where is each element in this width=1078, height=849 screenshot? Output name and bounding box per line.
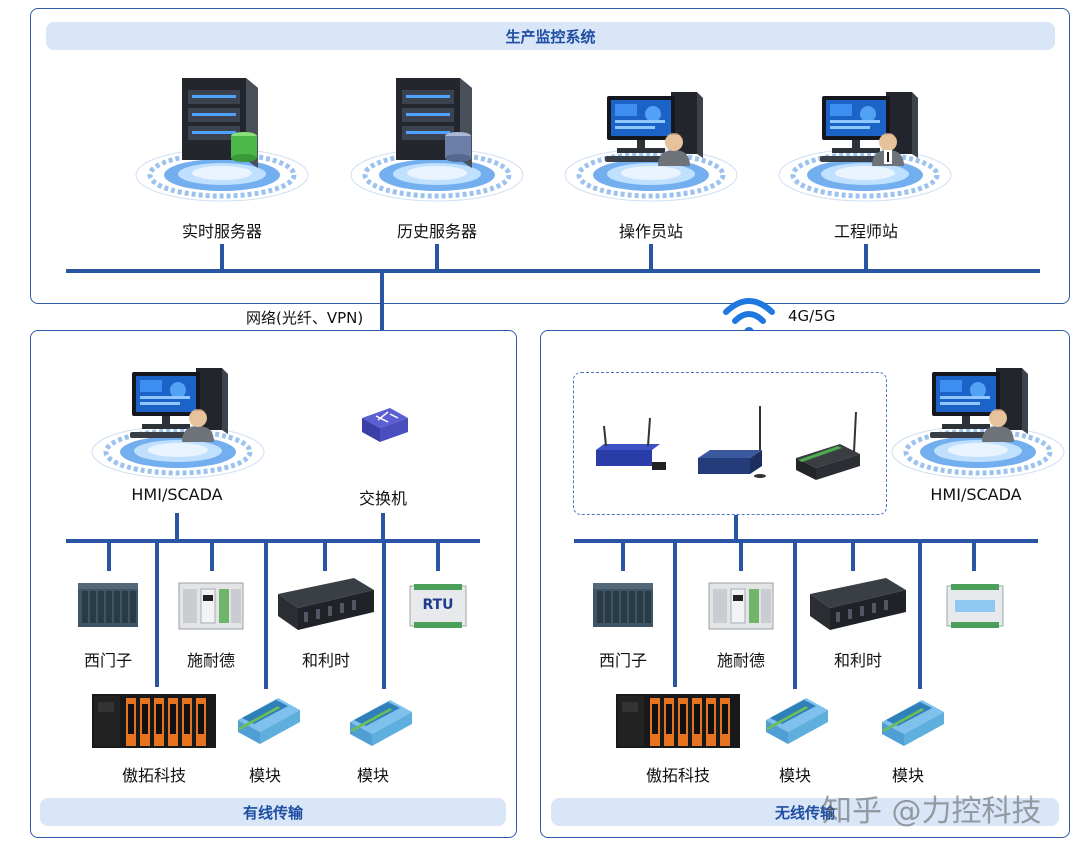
wireless-label: 4G/5G [788,307,836,325]
aotuo-left-drop [155,541,159,687]
module-right-1-drop [793,541,797,689]
operator-station-drop [649,244,653,270]
schneider-right-drop [739,541,743,571]
rtu-right-drop [972,541,976,571]
siemens-left-drop [107,541,111,571]
hollysys-left-drop [323,541,327,571]
left-field-bus [66,539,480,543]
switch-label: 交换机 [358,489,408,508]
switch-drop [381,513,385,541]
module-right-1-label: 模块 [778,766,812,785]
schneider-left-label: 施耐德 [186,651,236,670]
history-server-label: 历史服务器 [396,222,478,241]
zhihu-watermark: 知乎 @力控科技 [822,794,1042,829]
aotuo-right-drop [673,541,677,687]
module-right-2-drop [918,541,922,689]
module-left-1-drop [264,541,268,689]
schneider-right-label: 施耐德 [716,651,766,670]
schneider-plc-right-icon [708,582,774,630]
rtu-right-icon [946,583,1004,629]
hollysys-left-label: 和利时 [301,651,351,670]
engineer-station-drop [864,244,868,270]
right-field-bus [574,539,1038,543]
aotuo-right-label: 傲拓科技 [645,766,711,785]
hmi-left-drop [175,513,179,541]
module-left-2-label: 模块 [356,766,390,785]
realtime-server-label: 实时服务器 [181,222,263,241]
iot-gateway-icon [795,411,861,481]
siemens-left-label: 西门子 [83,651,133,670]
io-module-right-1-icon [766,698,828,744]
hollysys-right-label: 和利时 [833,651,883,670]
module-right-2-label: 模块 [891,766,925,785]
aotuo-left-label: 傲拓科技 [121,766,187,785]
io-module-right-2-icon [882,700,944,746]
wired-transmission-title: 有线传输 [40,798,506,826]
production-monitoring-title: 生产监控系统 [46,22,1055,50]
realtime-server-drop [220,244,224,270]
top-network-bus [66,269,1040,273]
hollysys-right-drop [851,541,855,571]
hmi-scada-left-label: HMI/SCADA [131,485,223,504]
gateway-group-drop [734,515,738,541]
hollysys-plc-right-icon [810,578,906,630]
network-label: 网络(光纤、VPN) [246,309,364,327]
dtu-icon [697,405,767,479]
aotuo-rack-right-icon [616,694,740,748]
schneider-left-drop [210,541,214,571]
hmi-scada-right-label: HMI/SCADA [930,485,1022,504]
rtu-drop [436,541,440,571]
history-server-drop [435,244,439,270]
rtu-badge: RTU [422,597,454,613]
wireless-gateway-group [573,372,887,515]
wireless-router-icon [595,417,667,471]
wireless-transmission-title: 无线传输 [551,798,1059,826]
operator-station-label: 操作员站 [618,222,684,241]
siemens-right-label: 西门子 [598,651,648,670]
siemens-plc-right-icon [593,583,653,627]
engineer-station-label: 工程师站 [833,222,899,241]
siemens-right-drop [621,541,625,571]
module-left-1-label: 模块 [248,766,282,785]
module-left-2-drop [382,541,386,689]
